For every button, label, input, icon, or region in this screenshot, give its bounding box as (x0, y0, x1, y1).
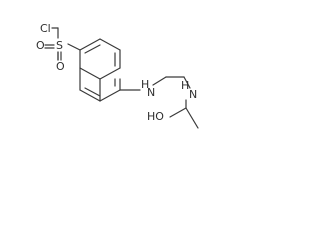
naphthalene-core (79, 38, 121, 102)
bond (169, 107, 187, 118)
sulfur-label: S (56, 39, 63, 52)
amide-hydrogen-label: H (181, 79, 189, 92)
bond (99, 67, 121, 80)
amide-nitrogen-label: N (189, 88, 197, 101)
chlorine-label: Cl (40, 22, 51, 35)
bond (99, 38, 121, 51)
double-bond-inner (84, 87, 101, 97)
sulfonyl-chloride-group: Cl S O O (36, 22, 81, 73)
hydroxyl-label: HO (147, 110, 164, 123)
amine-hydrogen-label: H (141, 78, 149, 91)
oxygen-label: O (36, 39, 45, 52)
bond (185, 107, 199, 129)
bond (79, 67, 101, 80)
oxygen-label: O (56, 60, 65, 73)
double-bond-inner (84, 44, 101, 54)
bond (79, 38, 101, 51)
amine-nitrogen-label: N (147, 86, 155, 99)
bond (183, 76, 191, 89)
bond (67, 43, 81, 51)
bond (79, 89, 101, 102)
side-chain: H N H N HO (119, 76, 199, 129)
chemical-structure: Cl S O O H N H N HO (36, 22, 199, 129)
bond (99, 89, 121, 102)
bond (152, 76, 167, 86)
